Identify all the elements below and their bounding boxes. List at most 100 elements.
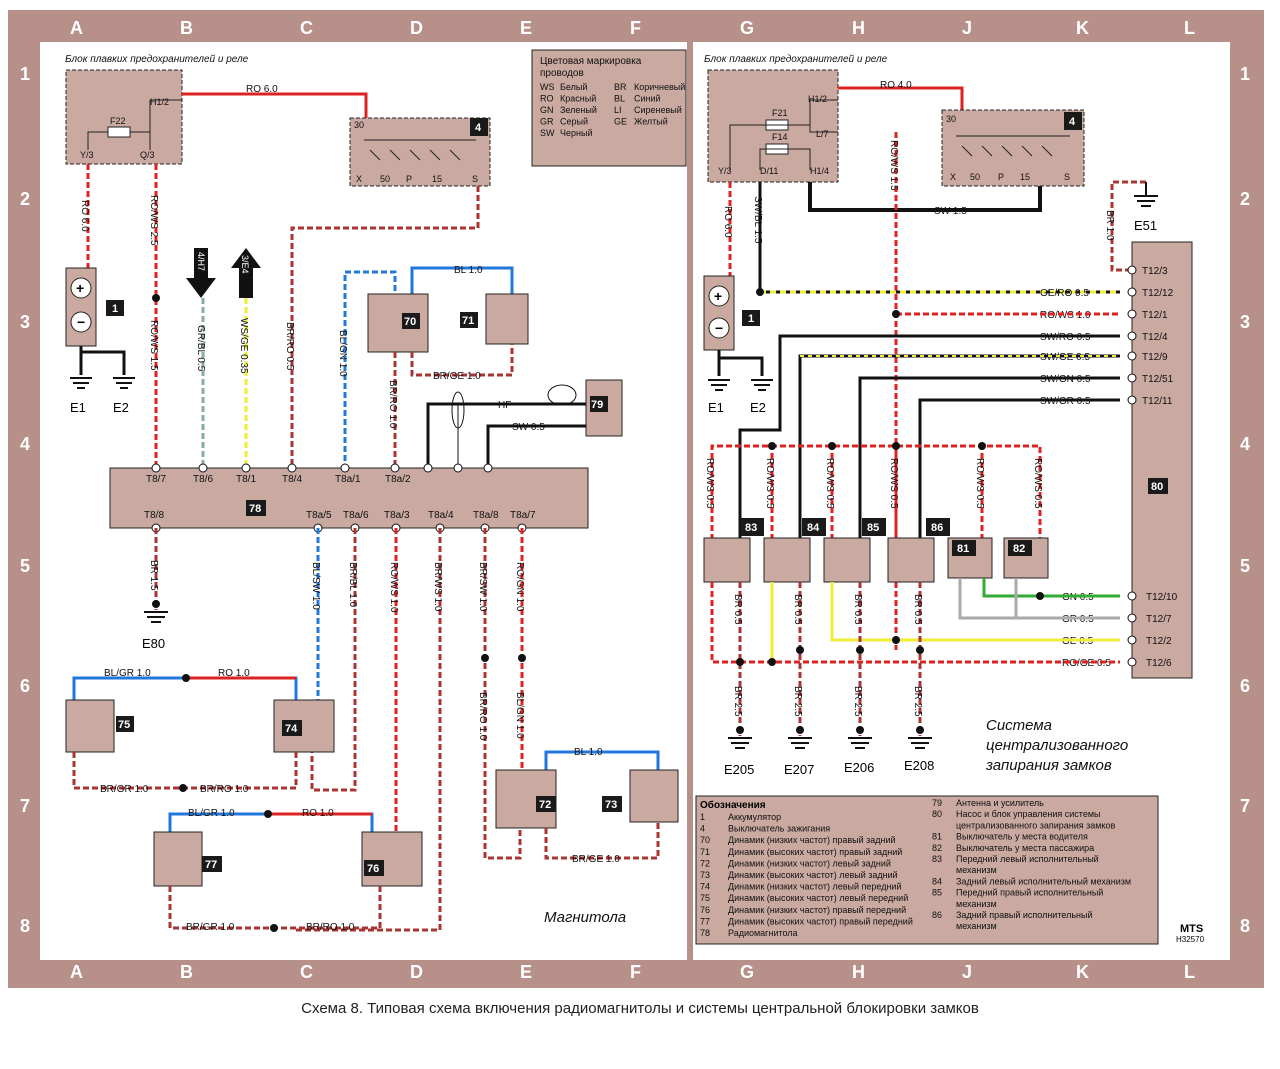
legend-text: Передний правый исполнительный — [956, 888, 1103, 898]
ground-e205-label: E205 — [724, 762, 754, 777]
right-ignition-num: 4 — [1069, 116, 1076, 128]
wire-ro10-a-label: RO 1.0 — [218, 668, 250, 679]
splice-brsw — [481, 654, 489, 662]
legend-text: Динамик (высоких частот) правый задний — [728, 847, 902, 857]
legend-text: Динамик (высоких частот) левый задний — [728, 870, 898, 880]
splice-e207 — [796, 726, 804, 734]
actuator-84 — [763, 537, 811, 583]
wire-br15-label: BR 1.5 — [148, 560, 159, 591]
wire-hf — [426, 402, 586, 470]
speaker-77 — [153, 831, 203, 887]
col-label-top-A: A — [70, 18, 83, 38]
wire-brro-b-label: BR/RO 1.0 — [306, 922, 355, 933]
speaker-71-badge — [460, 312, 478, 328]
wire-brgr-a-label: BR/GR 1.0 — [100, 784, 149, 795]
col-label-bottom-K: K — [1076, 962, 1089, 982]
radio-pin-dot — [151, 463, 161, 473]
wire-grbl-label: GR/BL 0.5 — [195, 325, 206, 372]
control-unit-80-num: 80 — [1151, 481, 1163, 493]
left-section-title: Магнитола — [544, 909, 626, 926]
row-label-left-3: 3 — [20, 312, 30, 332]
row-label-right-4: 4 — [1240, 434, 1250, 454]
arrow-4h7-label: 4/H7 — [196, 252, 206, 271]
right-ignition-contacts — [956, 135, 1070, 157]
splice-rows — [152, 294, 160, 302]
legend-num: 71 — [700, 847, 710, 857]
legend-text: механизм — [956, 865, 997, 875]
wire-brge-label: BR/GE 1.0 — [433, 371, 481, 382]
right-pin-y3: Y/3 — [718, 166, 732, 176]
col-label-top-C: C — [300, 18, 313, 38]
wire-swbl-label: SW/BL 1.5 — [752, 196, 763, 244]
col-label-top-L: L — [1184, 18, 1195, 38]
legend-num: 83 — [932, 854, 942, 864]
left-ignition-badge — [470, 118, 488, 136]
row-label-right-2: 2 — [1240, 189, 1250, 209]
radio-pin-dot — [453, 463, 463, 473]
right-ground-e1-label: E1 — [708, 400, 724, 415]
cu-pin-label: T12/4 — [1142, 332, 1168, 343]
ground-e206-label: E206 — [844, 760, 874, 775]
legend-num: 76 — [700, 905, 710, 915]
wire-bl10-label: BL 1.0 — [454, 265, 483, 276]
switch-81-num: 81 — [957, 543, 969, 555]
actuator-86-badge — [926, 518, 950, 536]
wire-blgr-b-label: BL/GR 1.0 — [188, 808, 235, 819]
speaker-70-badge — [402, 313, 420, 329]
left-ign-pin-s: S — [472, 174, 478, 184]
col-label-bottom-F: F — [630, 962, 641, 982]
wire-rows05-d-label: RO/WS 0.5 — [888, 458, 899, 509]
cu-pin-dot — [1127, 287, 1137, 297]
legend-num: 1 — [700, 812, 705, 822]
speaker-76-num: 76 — [367, 863, 379, 875]
col-label-top-B: B — [180, 18, 193, 38]
right-pin-h12: H1/2 — [808, 94, 827, 104]
antenna-coil — [547, 384, 577, 406]
wire-blgn-label: BL/GN 1.0 — [337, 330, 348, 377]
wire-ge05 — [770, 582, 1120, 662]
left-ignition-contacts — [364, 139, 476, 161]
color-code-GR: GR — [540, 117, 554, 127]
wire-sw05 — [486, 424, 586, 470]
legend-num: 70 — [700, 835, 710, 845]
left-fusebox-title: Блок плавких предохранителей и реле — [65, 54, 249, 65]
legend-num: 78 — [700, 928, 710, 938]
color-name-SW: Черный — [560, 128, 592, 138]
color-code-SW: SW — [540, 128, 555, 138]
wire-rows10-label: RO/WS 1.0 — [388, 562, 399, 613]
splice-e208 — [916, 726, 924, 734]
wire-br05-c-label: BR 0.5 — [852, 594, 863, 625]
wire-blgn-c-label: BL/GN 1.0 — [514, 692, 525, 739]
row-label-left-4: 4 — [20, 434, 30, 454]
speaker-73-num: 73 — [605, 799, 617, 811]
wire-bl10 — [410, 266, 514, 294]
wire-gr05 — [958, 578, 1120, 620]
cu-pin-dot — [1127, 591, 1137, 601]
col-label-top-J: J — [962, 18, 972, 38]
splice-gn05 — [1036, 592, 1044, 600]
radio-pin-bottom: T8a/8 — [473, 510, 499, 521]
radio-pin-bottom: T8a/3 — [384, 510, 410, 521]
speaker-76 — [361, 831, 423, 887]
speaker-72-num: 72 — [539, 799, 551, 811]
row-label-right-6: 6 — [1240, 676, 1250, 696]
component-legend-box — [695, 795, 1159, 945]
left-battery-num: 1 — [112, 303, 118, 315]
battery-plus — [70, 277, 92, 299]
color-code-LI: LI — [614, 105, 622, 115]
wire-ro6-top — [182, 92, 368, 120]
right-battery-plus-sign: + — [714, 288, 722, 304]
col-label-bottom-B: B — [180, 962, 193, 982]
ground-e207-symbol — [788, 737, 812, 749]
pin-h12: H1/2 — [150, 97, 169, 107]
figure-caption: Схема 8. Типовая схема включения радиома… — [301, 1000, 979, 1017]
radio-pin-dot — [287, 463, 297, 473]
wire-brws — [296, 528, 442, 932]
col-label-top-K: K — [1076, 18, 1089, 38]
splice-e80 — [152, 600, 160, 608]
wire-brsw-label: BR/SW 1.0 — [477, 562, 488, 612]
speaker-70 — [367, 293, 429, 353]
